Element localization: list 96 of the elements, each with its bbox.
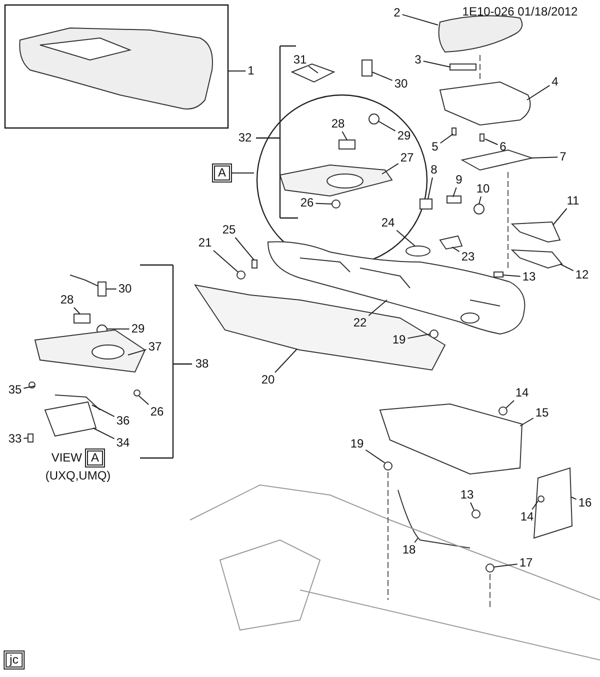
leader-line — [128, 349, 147, 356]
callout-number: 14 — [519, 510, 535, 524]
leader-line — [92, 404, 115, 418]
leader-line — [382, 163, 399, 174]
reference-letter: A — [214, 166, 230, 180]
leader-line — [365, 449, 386, 464]
inset-drawing — [4, 4, 229, 129]
leader-line — [414, 538, 418, 543]
leader-line — [470, 502, 474, 510]
leader-line — [526, 84, 550, 100]
leader-line — [230, 172, 254, 174]
leader-line — [342, 131, 348, 140]
callout-number: 15 — [534, 406, 550, 420]
callout-number: 13 — [459, 488, 475, 502]
callout-number: 23 — [460, 250, 476, 264]
callout-number: 29 — [130, 322, 146, 336]
leader-line — [378, 120, 396, 132]
drawing-number: 1E10-026 01/18/2012 — [461, 6, 579, 18]
leader-line — [106, 328, 130, 330]
callout-number: 19 — [349, 438, 365, 450]
callout-number: 3 — [414, 54, 422, 66]
callout-number: 11 — [566, 194, 580, 208]
callout-number: 17 — [518, 556, 534, 570]
leader-line — [494, 564, 518, 568]
callout-number: 1 — [246, 64, 256, 78]
callout-number: 36 — [115, 414, 131, 428]
callout-number: 9 — [454, 174, 464, 186]
callout-number: 2 — [392, 6, 402, 20]
callout-number: 24 — [380, 216, 396, 230]
callout-number: 30 — [117, 282, 133, 296]
leader-line — [428, 177, 433, 200]
callout-number: 27 — [399, 152, 415, 164]
leader-line — [530, 156, 558, 158]
leader-line — [274, 348, 298, 373]
leader-line — [532, 500, 538, 510]
callout-number: 6 — [498, 140, 508, 154]
leader-line — [234, 237, 254, 260]
leader-line — [422, 60, 450, 68]
leader-line — [23, 386, 36, 389]
leader-line — [308, 66, 318, 74]
callout-number: 37 — [147, 340, 163, 354]
leader-line — [73, 307, 80, 314]
leader-line — [92, 428, 115, 440]
leader-line — [402, 14, 438, 26]
leader-line — [315, 202, 332, 204]
label-text: VIEW — [50, 452, 83, 464]
leader-line — [520, 418, 534, 426]
leader-line — [23, 438, 28, 439]
callout-number: 33 — [7, 432, 23, 446]
callout-number: 19 — [391, 334, 407, 346]
callout-number: 26 — [299, 196, 315, 210]
callout-number: 12 — [574, 268, 590, 282]
leader-line — [407, 334, 430, 339]
leader-line — [372, 72, 393, 81]
callout-number: 25 — [221, 224, 237, 236]
leader-line — [228, 70, 246, 72]
callout-number: 14 — [514, 386, 530, 400]
callout-number: 34 — [115, 436, 131, 450]
leader-line — [506, 400, 514, 408]
callout-number: 28 — [330, 118, 346, 130]
leader-line — [570, 496, 577, 500]
callout-number: 29 — [396, 130, 412, 142]
leader-line — [452, 187, 457, 198]
callout-number: 13 — [521, 270, 537, 284]
label-text: (UXQ,UMQ) — [44, 470, 112, 482]
callout-number: 8 — [430, 164, 438, 176]
leader-line — [213, 250, 238, 272]
callout-number: 22 — [352, 316, 368, 330]
leader-line — [106, 288, 117, 290]
leader-line — [552, 208, 568, 226]
label-text: 38 — [194, 358, 210, 370]
callout-number: 21 — [197, 236, 213, 250]
label-text: 32 — [237, 132, 253, 144]
callout-number: 16 — [577, 496, 593, 510]
leader-line — [368, 300, 388, 316]
leader-line — [484, 138, 498, 146]
reference-letter: A — [87, 450, 103, 466]
callout-number: 30 — [393, 78, 409, 90]
callout-number: 28 — [59, 294, 75, 306]
leader-line — [440, 134, 454, 144]
callout-number: 10 — [475, 182, 491, 196]
callout-number: 26 — [149, 406, 165, 418]
callout-number: 4 — [550, 76, 560, 88]
leader-line — [502, 274, 521, 277]
leader-line — [396, 230, 416, 246]
callout-number: 35 — [7, 384, 23, 396]
leader-line — [478, 196, 482, 204]
leader-line — [560, 264, 574, 272]
callout-number: 7 — [558, 150, 568, 164]
reference-letter: jc — [6, 652, 22, 668]
callout-number: 31 — [292, 54, 308, 66]
callout-number: 18 — [401, 544, 417, 556]
callout-number: 5 — [430, 140, 440, 154]
callout-number: 20 — [260, 374, 276, 386]
leader-line — [138, 396, 150, 405]
leader-line — [452, 246, 460, 252]
